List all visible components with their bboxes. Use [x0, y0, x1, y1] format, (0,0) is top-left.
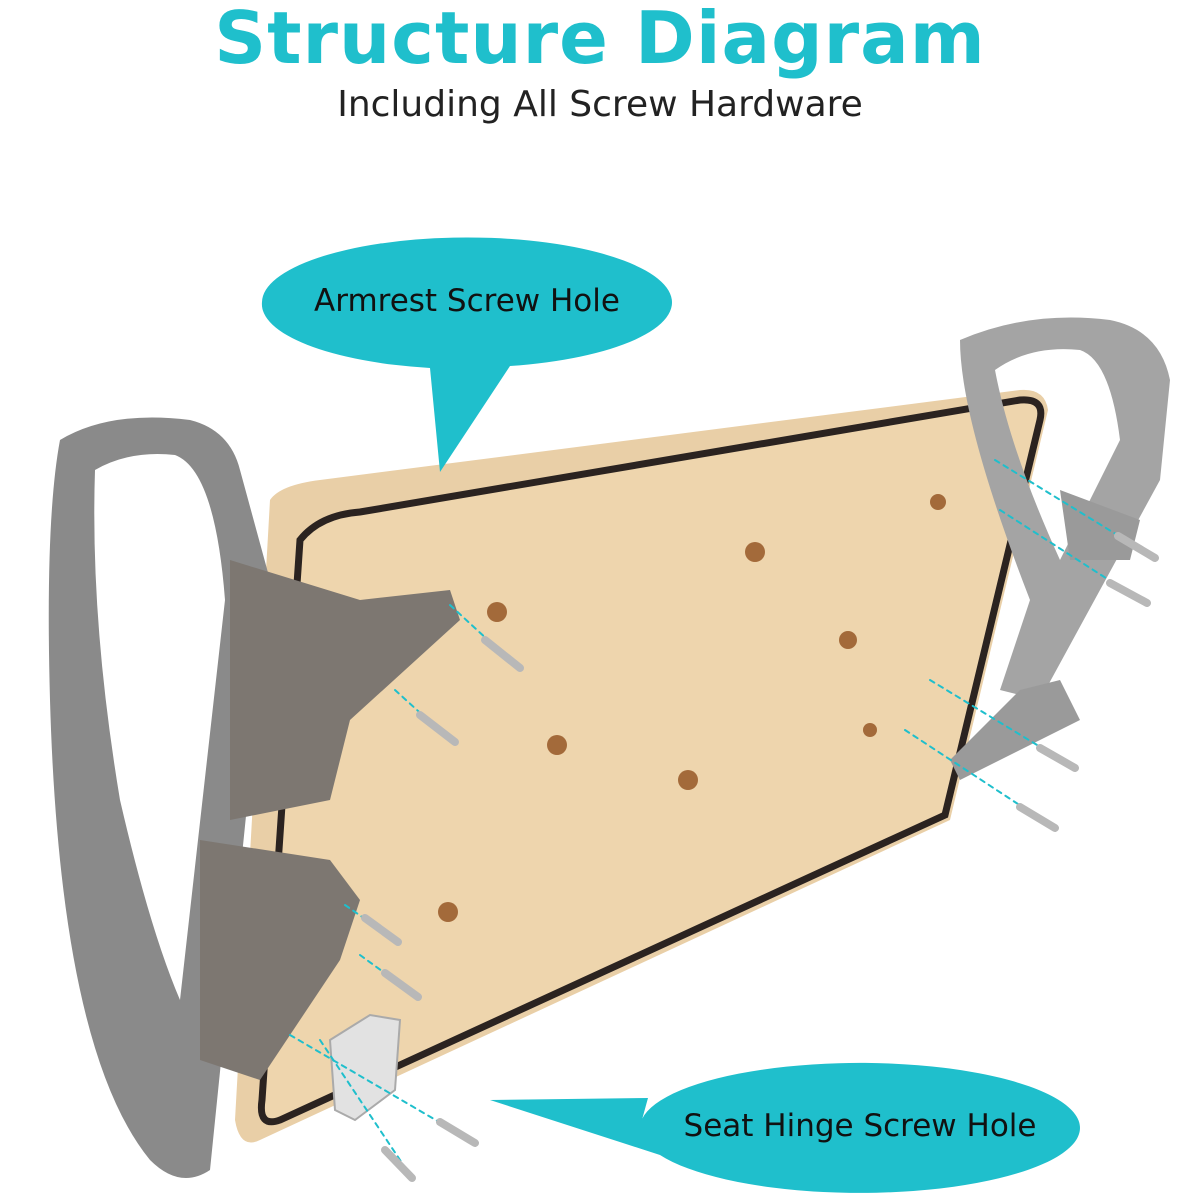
screws	[289, 459, 1159, 1182]
page-title: Structure Diagram	[214, 0, 986, 80]
armrest-callout-label: Armrest Screw Hole	[314, 283, 620, 319]
board-holes	[438, 494, 946, 922]
seat-board	[257, 396, 1045, 1126]
hinge-callout-bubble	[490, 1062, 1080, 1193]
left-armrest	[48, 417, 460, 1178]
seat-hinge	[328, 1013, 402, 1122]
armrest-callout-bubble	[261, 237, 672, 472]
page-subtitle: Including All Screw Hardware	[337, 84, 863, 125]
hinge-callout-label: Seat Hinge Screw Hole	[683, 1108, 1037, 1144]
